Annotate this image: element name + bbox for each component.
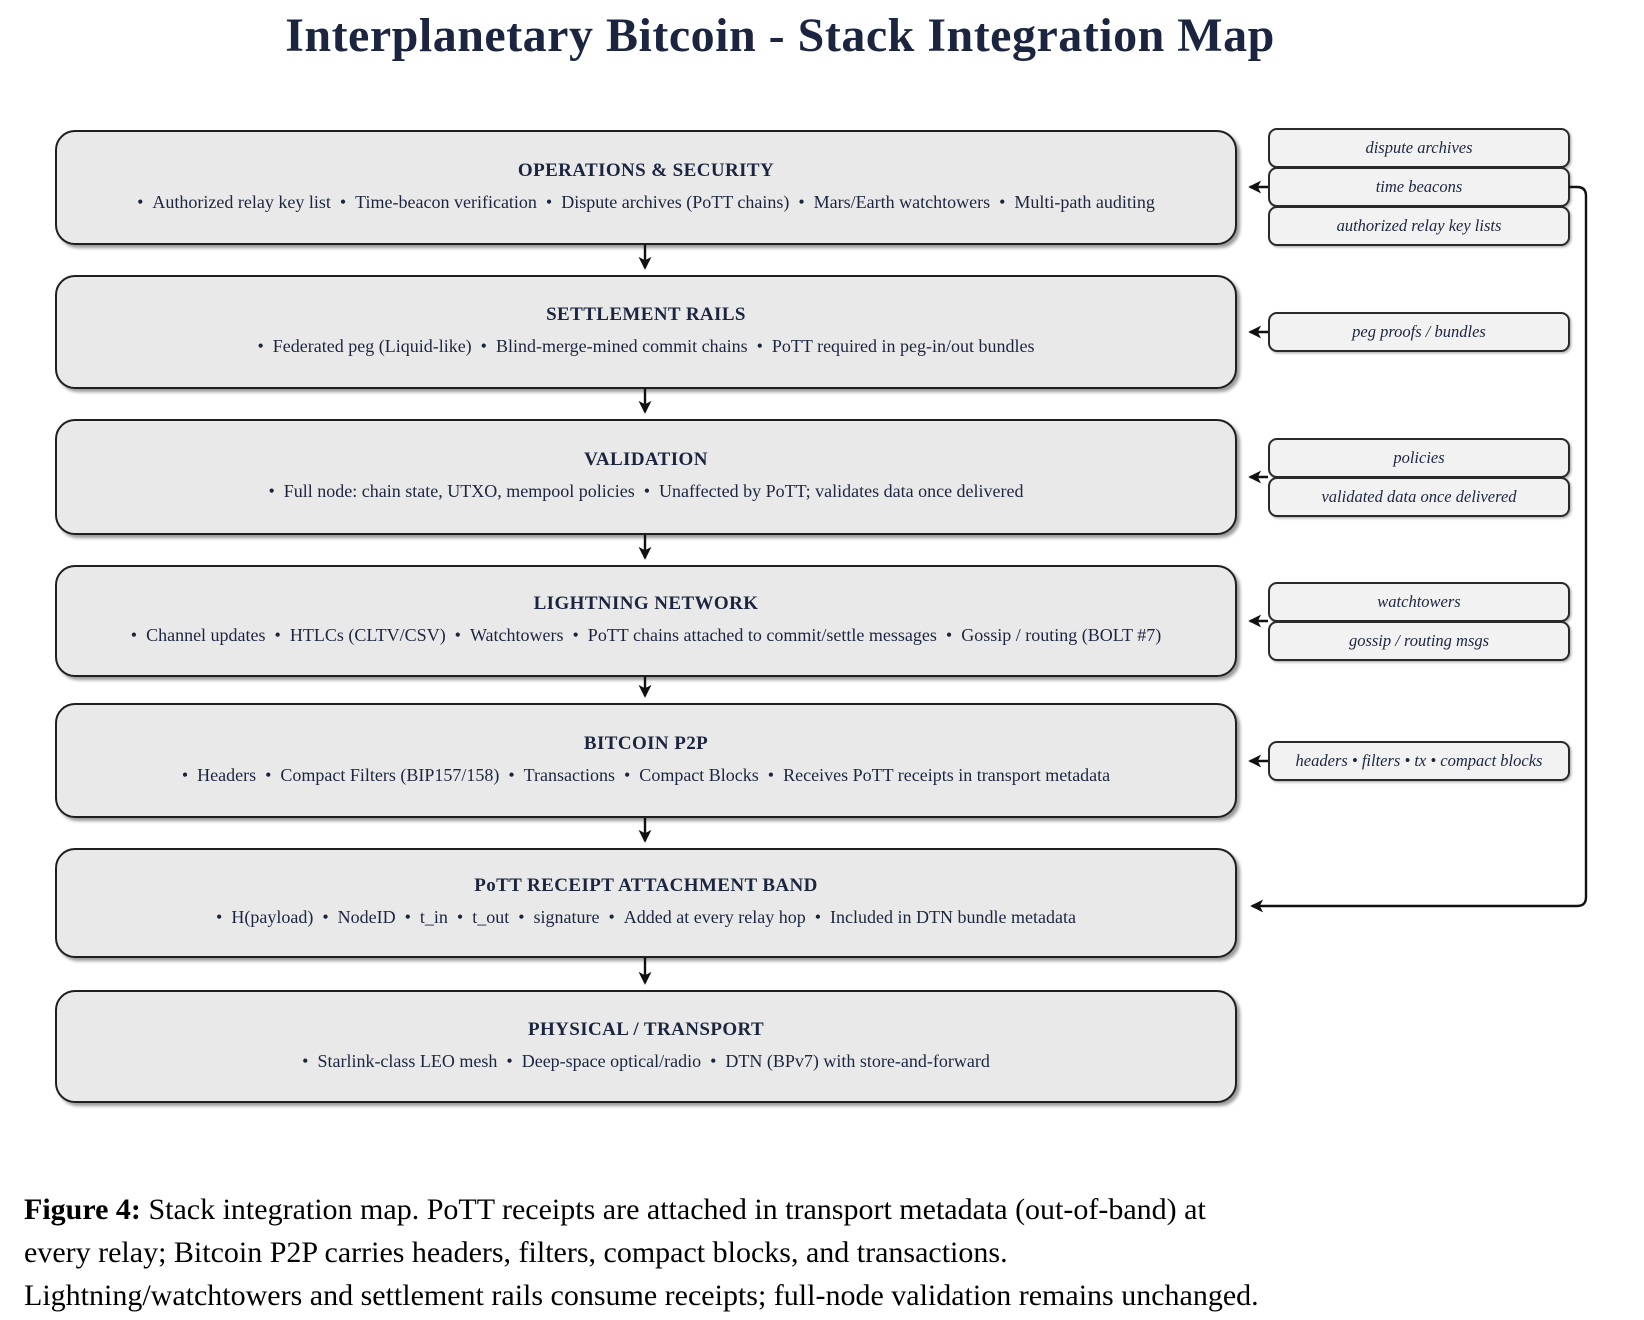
layer-title: BITCOIN P2P xyxy=(583,732,709,754)
side-box-validated-data-once-delivered: validated data once delivered xyxy=(1268,477,1570,517)
side-box-time-beacons: time beacons xyxy=(1268,167,1570,207)
layer-items: • H(payload) • NodeID • t_in • t_out • s… xyxy=(216,907,1076,928)
side-box-peg-proofs-bundles: peg proofs / bundles xyxy=(1268,312,1570,352)
layer-title: PHYSICAL / TRANSPORT xyxy=(527,1018,765,1040)
layer-items: • Federated peg (Liquid-like) • Blind-me… xyxy=(257,336,1035,357)
side-box-policies: policies xyxy=(1268,438,1570,478)
layer-items: • Headers • Compact Filters (BIP157/158)… xyxy=(181,764,1111,785)
figure-caption: Figure 4: Stack integration map. PoTT re… xyxy=(24,1188,1624,1317)
caption-text-2: every relay; Bitcoin P2P carries headers… xyxy=(24,1236,1008,1269)
layer-box-validation: VALIDATION • Full node: chain state, UTX… xyxy=(55,419,1237,535)
side-box-authorized-relay-key-lists: authorized relay key lists xyxy=(1268,206,1570,246)
page-title: Interplanetary Bitcoin - Stack Integrati… xyxy=(285,9,1275,62)
layer-title: SETTLEMENT RAILS xyxy=(546,304,746,326)
layer-box-settlement-rails: SETTLEMENT RAILS • Federated peg (Liquid… xyxy=(55,275,1237,389)
layer-box-bitcoin-p2p: BITCOIN P2P • Headers • Compact Filters … xyxy=(55,703,1237,818)
side-box-dispute-archives: dispute archives xyxy=(1268,128,1570,168)
layer-items: • Authorized relay key list • Time-beaco… xyxy=(137,191,1155,212)
side-box-gossip-routing-msgs: gossip / routing msgs xyxy=(1268,621,1570,661)
layer-title: LIGHTNING NETWORK xyxy=(533,593,759,615)
layer-items: • Full node: chain state, UTXO, mempool … xyxy=(268,481,1024,502)
layer-items: • Starlink-class LEO mesh • Deep-space o… xyxy=(302,1050,990,1071)
layer-title: PoTT RECEIPT ATTACHMENT BAND xyxy=(474,875,818,897)
long-connector-to-pott-band xyxy=(1250,185,1588,913)
layer-box-lightning-network: LIGHTNING NETWORK • Channel updates • HT… xyxy=(55,565,1237,677)
layer-box-pott-receipt-band: PoTT RECEIPT ATTACHMENT BAND • H(payload… xyxy=(55,848,1237,958)
caption-text-3: Lightning/watchtowers and settlement rai… xyxy=(24,1279,1259,1312)
layer-title: VALIDATION xyxy=(584,449,708,471)
caption-prefix: Figure 4: xyxy=(24,1193,141,1226)
layer-box-operations-security: OPERATIONS & SECURITY • Authorized relay… xyxy=(55,130,1237,245)
side-box-watchtowers: watchtowers xyxy=(1268,582,1570,622)
caption-line: Figure 4: Stack integration map. PoTT re… xyxy=(24,1193,1206,1226)
layer-title: OPERATIONS & SECURITY xyxy=(517,159,775,181)
side-box-headers-filters-tx-compact-blocks: headers • filters • tx • compact blocks xyxy=(1268,741,1570,781)
layer-box-physical-transport: PHYSICAL / TRANSPORT • Starlink-class LE… xyxy=(55,990,1237,1103)
caption-text-1: Stack integration map. PoTT receipts are… xyxy=(140,1193,1206,1226)
layer-items: • Channel updates • HTLCs (CLTV/CSV) • W… xyxy=(130,625,1162,646)
